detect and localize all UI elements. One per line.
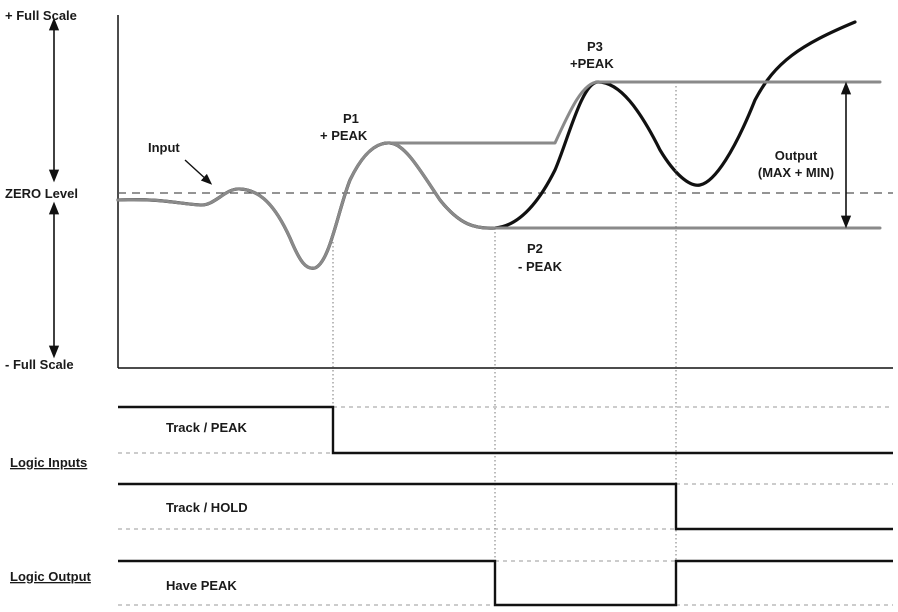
track-hold-label: Track / HOLD <box>166 500 248 515</box>
p2-name-label: P2 <box>527 241 543 256</box>
p2-type-label: - PEAK <box>518 259 563 274</box>
output-title-label: Output <box>775 148 818 163</box>
input-signal-trace <box>116 20 857 270</box>
logic-output-heading: Logic Output <box>10 569 92 584</box>
input-pointer-arrow <box>184 159 213 185</box>
plus-full-scale-label: + Full Scale <box>5 8 77 23</box>
tracked-output-trace <box>116 80 882 270</box>
zero-level-label: ZERO Level <box>5 186 78 201</box>
p3-type-label: +PEAK <box>570 56 614 71</box>
output-formula-label: (MAX + MIN) <box>758 165 834 180</box>
logic-inputs-heading: Logic Inputs <box>10 455 87 470</box>
have-peak-waveform <box>118 559 893 607</box>
track-peak-label: Track / PEAK <box>166 420 248 435</box>
track-peak-waveform <box>118 405 893 455</box>
minus-peak-track <box>388 141 882 230</box>
p1-name-label: P1 <box>343 111 359 126</box>
minus-full-scale-label: - Full Scale <box>5 357 74 372</box>
input-label: Input <box>148 140 180 155</box>
track-hold-waveform <box>118 482 893 531</box>
have-peak-label: Have PEAK <box>166 578 237 593</box>
p3-name-label: P3 <box>587 39 603 54</box>
p1-type-label: + PEAK <box>320 128 368 143</box>
